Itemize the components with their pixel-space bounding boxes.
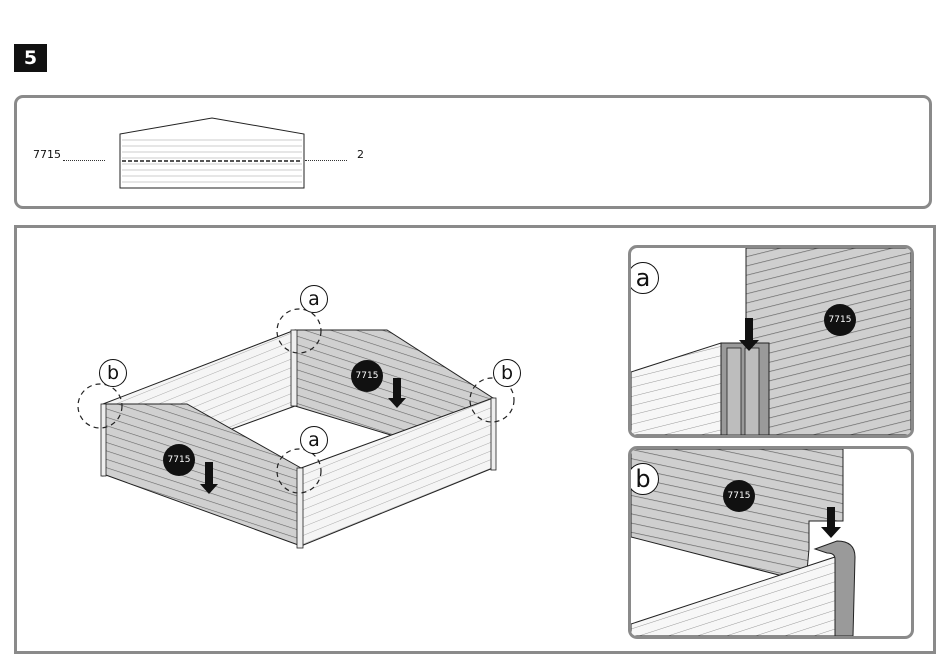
part-code: 7715 — [33, 148, 61, 161]
detail-b-panel: b 7715 — [628, 446, 914, 639]
detail-b-illustration — [631, 449, 911, 636]
assembly-scene-box: a b a b 7715 7715 a 7715 — [14, 225, 936, 654]
leader-dots — [63, 160, 105, 161]
part-tag: 7715 — [824, 304, 856, 336]
detail-b-letter: b — [628, 463, 659, 495]
leader-dots — [305, 160, 347, 161]
front-left-panel — [103, 404, 301, 546]
part-tag: 7715 — [351, 360, 383, 392]
detail-a-letter: a — [628, 262, 659, 294]
callout-a-label: a — [300, 426, 328, 454]
part-tag: 7715 — [723, 480, 755, 512]
detail-a-illustration — [631, 248, 911, 435]
callout-b-label: b — [493, 359, 521, 387]
part-quantity: 2 — [357, 148, 364, 161]
callout-a-label: a — [300, 285, 328, 313]
parts-list-box: 7715 2 — [14, 95, 932, 209]
part-tag: 7715 — [163, 444, 195, 476]
callout-b-label: b — [99, 359, 127, 387]
step-number-badge: 5 — [14, 44, 47, 72]
detail-a-panel: a 7715 — [628, 245, 914, 438]
panel-part-illustration — [117, 116, 307, 192]
